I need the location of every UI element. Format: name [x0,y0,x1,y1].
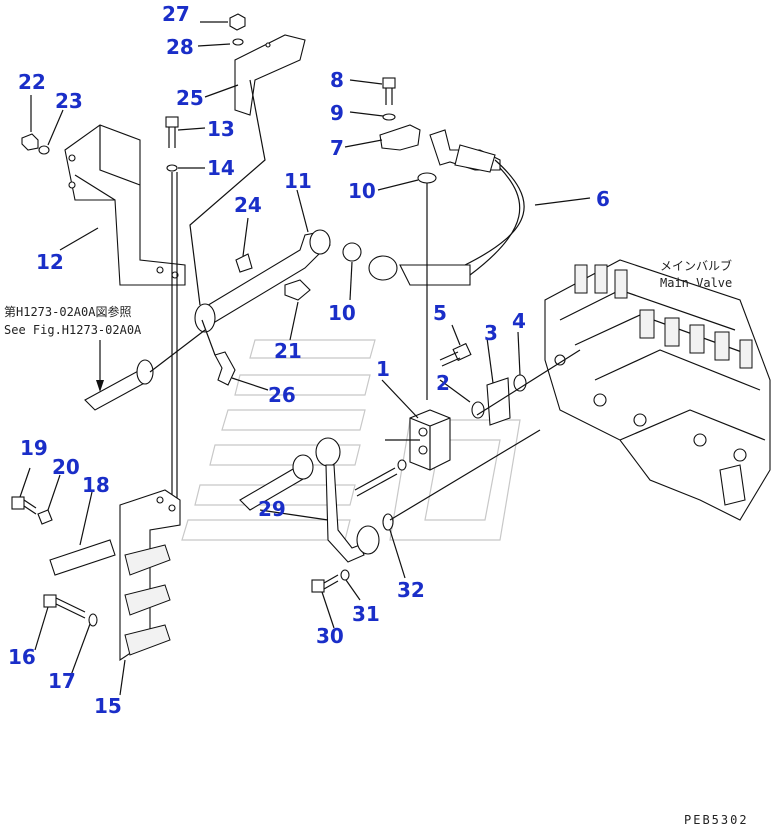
washer-28 [232,38,244,46]
label-26: 26 [268,383,296,407]
label-27: 27 [162,2,190,26]
label-20: 20 [52,455,80,479]
label-29: 29 [258,497,286,521]
label-5: 5 [433,301,447,325]
bolt-5 [439,342,472,367]
pipe-29 [239,437,380,563]
label-4: 4 [512,309,526,333]
oring-4 [513,374,527,392]
drawing-code: PEB5302 [684,813,749,827]
label-28: 28 [166,35,194,59]
label-8: 8 [330,68,344,92]
label-9: 9 [330,101,344,125]
label-32: 32 [397,578,425,602]
bolt-16 [43,594,86,619]
label-17: 17 [48,669,76,693]
label-7: 7 [330,136,344,160]
label-10a: 10 [348,179,376,203]
washer-17 [88,613,98,627]
label-14: 14 [207,156,235,180]
bracket-15 [119,489,181,662]
reference-note-en: See Fig.H1273-02A0A [4,323,142,337]
oring-32 [382,513,394,531]
label-18: 18 [82,473,110,497]
label-13: 13 [207,117,235,141]
pipe-6 [368,129,525,286]
label-24: 24 [234,193,262,217]
clamp-18 [49,539,116,576]
label-16: 16 [8,645,36,669]
oring-10b [342,242,362,262]
oring-2 [471,401,485,419]
hose-26 [214,351,236,386]
label-19: 19 [20,436,48,460]
washer-23 [38,145,50,155]
plate-25 [234,34,306,116]
label-22: 22 [18,70,46,94]
bolt-13 [165,116,179,148]
bracket-12 [64,124,186,286]
main-valve [544,259,771,521]
nut-27 [229,13,246,31]
leader-lines [19,21,591,696]
clamp-24 [235,253,253,273]
reference-note-jp: 第H1273-02A0A図参照 [4,304,131,319]
label-6: 6 [596,187,610,211]
label-2: 2 [436,371,450,395]
label-12: 12 [36,250,64,274]
clamp-7 [379,124,421,151]
oring-10a [417,172,437,184]
washer-20 [37,509,53,525]
label-1: 1 [376,357,390,381]
label-15: 15 [94,694,122,718]
nut-22 [21,133,39,151]
label-31: 31 [352,602,380,626]
washer-9 [382,113,396,121]
pipe-ref [84,329,206,411]
hose-21 [284,279,311,301]
main-valve-label-jp: メインバルブ [660,258,732,273]
label-30: 30 [316,624,344,648]
washer-31 [340,569,350,581]
label-3: 3 [484,321,498,345]
bolt-30 [311,574,339,593]
tube-11 [194,229,331,333]
label-11: 11 [284,169,312,193]
bolt-8 [382,77,396,105]
label-23: 23 [55,89,83,113]
part-labels: 27 28 25 13 14 22 23 12 11 24 21 26 8 9 … [8,2,610,718]
washer-14 [166,164,178,172]
main-valve-label-en: Main Valve [660,276,732,290]
block-1 [409,409,451,471]
label-10b: 10 [328,301,356,325]
bolt-19 [11,496,37,515]
label-25: 25 [176,86,204,110]
label-21: 21 [274,339,302,363]
